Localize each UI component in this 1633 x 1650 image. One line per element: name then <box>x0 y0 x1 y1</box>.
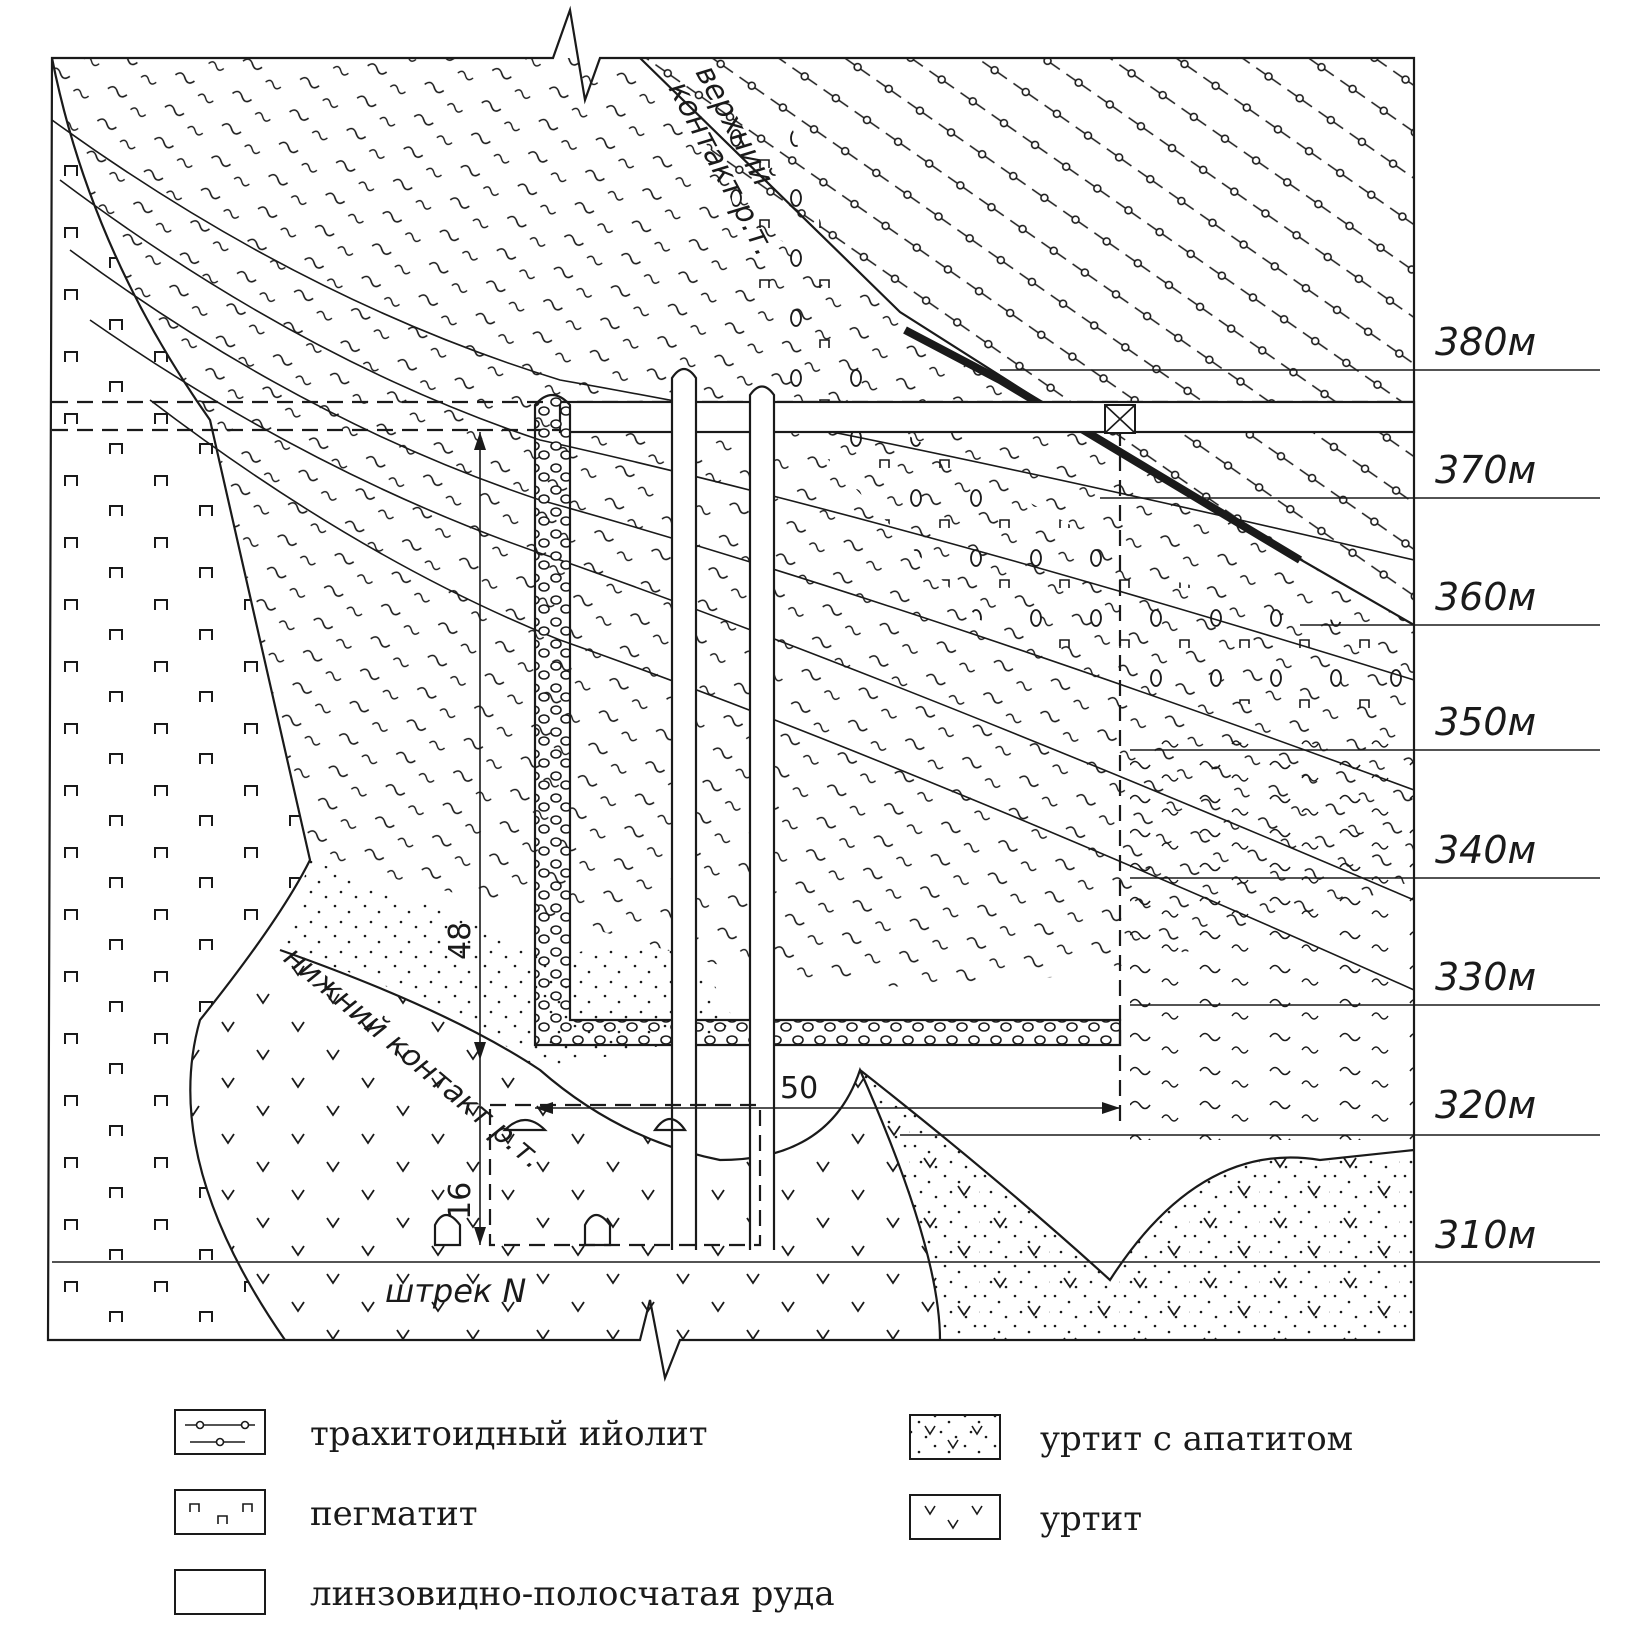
raise-2 <box>748 385 776 1250</box>
level-360: 360м <box>1435 575 1536 619</box>
pegmatite-zone <box>52 58 310 1340</box>
level-330: 330м <box>1435 955 1536 999</box>
level-350: 350м <box>1435 700 1536 744</box>
dimension-width-main: 50 <box>780 1071 818 1106</box>
lower-contact-line <box>50 57 312 1341</box>
backfill-raise <box>533 393 1122 1047</box>
elevation-labels: 380м 370м 360м 350м 340м 330м 320м 310м <box>1435 320 1536 1257</box>
urtite-apatite-upper <box>280 860 740 1070</box>
level-340: 340м <box>1435 828 1536 872</box>
dimensions: 48 50 16 <box>443 432 1120 1245</box>
dimension-height-lower: 16 <box>443 1182 478 1220</box>
level-380: 380м <box>1435 320 1536 364</box>
legend-label-ore: линзовидно-полосчатая руда <box>310 1574 835 1614</box>
legend-swatch-urtite-apatite <box>909 1414 1001 1460</box>
level-320: 320м <box>1435 1083 1536 1127</box>
legend-swatch-ijolite <box>174 1409 266 1455</box>
frame <box>46 5 1416 1382</box>
legend: трахитоидный ийолит пегматит линзовидно-… <box>174 1409 1353 1615</box>
legend-swatch-ore <box>174 1569 266 1615</box>
dimension-height-main: 48 <box>443 922 478 960</box>
ijolite-zone <box>640 58 1414 625</box>
ore-zone-lower <box>1130 740 1414 1140</box>
ore-band-lines <box>52 119 1414 991</box>
level-310: 310м <box>1435 1213 1536 1257</box>
ore-zone-upper <box>52 58 1414 987</box>
legend-label-pegmatite: пегматит <box>310 1494 478 1534</box>
legend-swatch-urtite <box>909 1494 1001 1540</box>
mine-workings <box>52 367 1416 1250</box>
drift-label: штрек N <box>385 1272 526 1310</box>
legend-label-ijolite: трахитоидный ийолит <box>310 1414 708 1454</box>
legend-label-urtite: уртит <box>1040 1499 1142 1539</box>
legend-label-urtite-apatite: уртит с апатитом <box>1040 1419 1353 1459</box>
level-370: 370м <box>1435 448 1536 492</box>
level-lines <box>52 369 1600 1263</box>
raise-1 <box>670 367 698 1250</box>
section-fill <box>52 58 1414 1340</box>
urtite-apatite-lower <box>860 1070 1414 1340</box>
